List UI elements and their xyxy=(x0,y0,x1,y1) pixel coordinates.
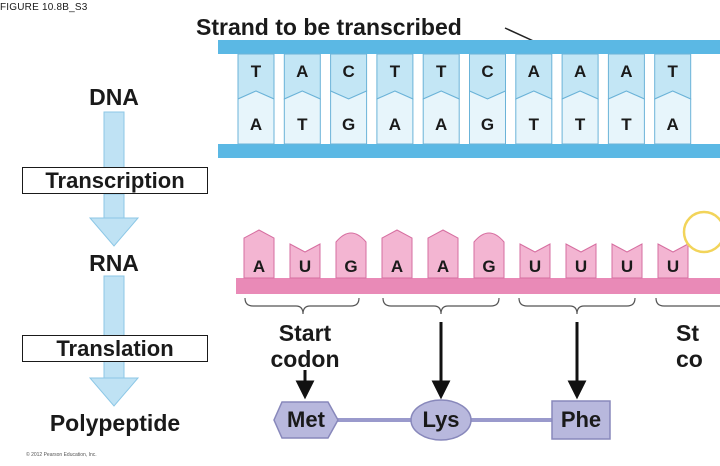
dna-bottom-base xyxy=(654,90,692,145)
dna-top-base-letter: A xyxy=(296,62,309,81)
rna-base xyxy=(519,243,551,279)
dna-bottom-base xyxy=(422,90,460,145)
stop-codon-line2: co xyxy=(676,346,703,372)
transcription-box: Transcription xyxy=(22,167,208,194)
start-codon-bracket xyxy=(244,297,360,315)
dna-bottom-base-letter: A xyxy=(249,115,263,134)
dna-top-base-letter: C xyxy=(342,62,355,81)
dna-top-base-letter: A xyxy=(573,62,587,81)
rna-base xyxy=(427,229,459,279)
dna-bottom-base xyxy=(283,90,321,145)
figure-label: FIGURE 10.8B_S3 xyxy=(0,2,88,13)
rna-base xyxy=(381,229,413,279)
phe-arrow-head xyxy=(567,380,587,400)
rna-base xyxy=(611,243,643,279)
dna-bottom-base xyxy=(607,90,645,145)
dna-bottom-base-letter: T xyxy=(528,115,539,134)
rna-base-letter: G xyxy=(482,257,496,276)
dna-top-backbone xyxy=(218,40,720,54)
rna-base-letter: U xyxy=(666,257,680,276)
copyright-note: © 2012 Pearson Education, Inc. xyxy=(26,452,97,458)
codon-brackets xyxy=(244,297,720,315)
dna-bottom-base xyxy=(469,90,506,145)
polypeptide-label: Polypeptide xyxy=(49,410,181,436)
rna-base xyxy=(473,232,505,279)
rna-base-letter: A xyxy=(436,257,450,276)
dna-top-base-letter: A xyxy=(527,62,540,81)
rna-base xyxy=(335,232,367,279)
dna-top-base-letter: T xyxy=(435,62,447,81)
rna-base-letter: U xyxy=(574,257,588,276)
start-codon-line1: Start xyxy=(278,320,332,346)
start-codon-label: Start codon xyxy=(255,320,355,372)
rna-base-letter: G xyxy=(344,257,358,276)
dna-bottom-base-letter: A xyxy=(435,115,448,134)
dna-base-pairs xyxy=(237,53,692,145)
met-shape xyxy=(273,401,339,439)
codon-arrows xyxy=(295,322,587,400)
rna-base-letter: A xyxy=(390,257,404,276)
lys-shape xyxy=(410,399,472,441)
dna-bottom-base xyxy=(330,90,368,145)
dna-bottom-base-letter: G xyxy=(341,115,356,134)
rna-base xyxy=(243,229,275,279)
rna-backbone xyxy=(236,278,720,294)
dna-top-base-letter: C xyxy=(481,62,494,81)
dna-top-base-letter: T xyxy=(250,62,262,81)
translation-box: Translation xyxy=(22,335,208,362)
dna-bottom-backbone xyxy=(218,144,720,158)
dna-bottom-base-letter: T xyxy=(297,115,308,134)
phe-codon-bracket xyxy=(518,297,636,315)
rna-base-letter: A xyxy=(252,257,266,276)
dna-bottom-base-letter: T xyxy=(621,115,632,134)
dna-top-base-letter: A xyxy=(620,62,633,81)
lys-codon-bracket xyxy=(382,297,500,315)
stop-codon-bracket xyxy=(655,297,720,307)
cursor-highlight-circle xyxy=(682,210,720,254)
dna-label: DNA xyxy=(89,84,139,110)
phe-shape xyxy=(551,400,611,440)
start-codon-line2: codon xyxy=(270,346,340,372)
rna-base xyxy=(289,243,321,279)
dna-bottom-base-letter: T xyxy=(574,115,586,134)
dna-bottom-base-letter: A xyxy=(666,115,679,134)
dna-top-base-letter: T xyxy=(389,62,401,81)
flow-arrow xyxy=(88,111,140,407)
met-label: Met xyxy=(287,407,325,432)
rna-base-letter: U xyxy=(298,257,312,276)
rna-base xyxy=(657,243,689,279)
lys-arrow-head xyxy=(431,380,451,400)
start-arrow-head xyxy=(295,380,315,400)
dna-bottom-base xyxy=(376,90,414,145)
strand-title: Strand to be transcribed xyxy=(196,14,462,40)
rna-base-letter: U xyxy=(528,257,542,276)
dna-top-base-letter: T xyxy=(667,62,678,81)
dna-bottom-base-letter: G xyxy=(480,115,495,134)
lys-label: Lys xyxy=(422,407,460,432)
dna-bottom-base xyxy=(515,90,553,145)
dna-bottom-base xyxy=(561,90,599,145)
stop-codon-line1: St xyxy=(676,320,699,346)
stop-codon-label: St co xyxy=(676,320,720,372)
dna-bottom-base xyxy=(237,90,275,145)
rna-label: RNA xyxy=(89,250,139,276)
rna-base-letter: U xyxy=(620,257,634,276)
dna-bottom-base-letter: A xyxy=(388,115,402,134)
rna-base xyxy=(565,243,597,279)
phe-label: Phe xyxy=(560,407,602,432)
rna-bases xyxy=(243,229,689,279)
